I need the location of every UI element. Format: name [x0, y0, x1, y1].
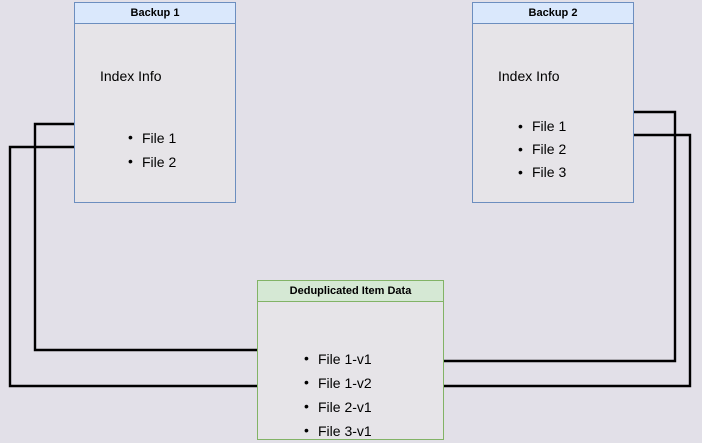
list-item: File 2: [128, 150, 176, 174]
backup-1-file-list: File 1 File 2: [128, 126, 176, 174]
node-backup-1-header: Backup 1: [75, 3, 235, 24]
dedup-file-list: File 1-v1 File 1-v2 File 2-v1 File 3-v1: [304, 347, 372, 443]
backup-1-index-info-label: Index Info: [100, 68, 162, 84]
node-deduplicated-item-data-body: File 1-v1 File 1-v2 File 2-v1 File 3-v1: [258, 302, 443, 442]
node-backup-1-body: Index Info File 1 File 2: [75, 24, 235, 202]
backup-2-index-info-label: Index Info: [498, 68, 560, 84]
node-backup-2[interactable]: Backup 2 Index Info File 1 File 2 File 3: [472, 2, 634, 203]
list-item: File 1-v1: [304, 347, 372, 371]
list-item: File 1: [128, 126, 176, 150]
backup-2-file-list: File 1 File 2 File 3: [518, 115, 566, 184]
node-backup-2-body: Index Info File 1 File 2 File 3: [473, 24, 633, 202]
node-deduplicated-item-data-header: Deduplicated Item Data: [258, 281, 443, 302]
node-backup-2-header: Backup 2: [473, 3, 633, 24]
list-item: File 2: [518, 138, 566, 161]
node-backup-1[interactable]: Backup 1 Index Info File 1 File 2: [74, 2, 236, 203]
list-item: File 1-v2: [304, 371, 372, 395]
list-item: File 3-v1: [304, 419, 372, 443]
list-item: File 3: [518, 161, 566, 184]
list-item: File 1: [518, 115, 566, 138]
list-item: File 2-v1: [304, 395, 372, 419]
node-deduplicated-item-data[interactable]: Deduplicated Item Data File 1-v1 File 1-…: [257, 280, 444, 442]
